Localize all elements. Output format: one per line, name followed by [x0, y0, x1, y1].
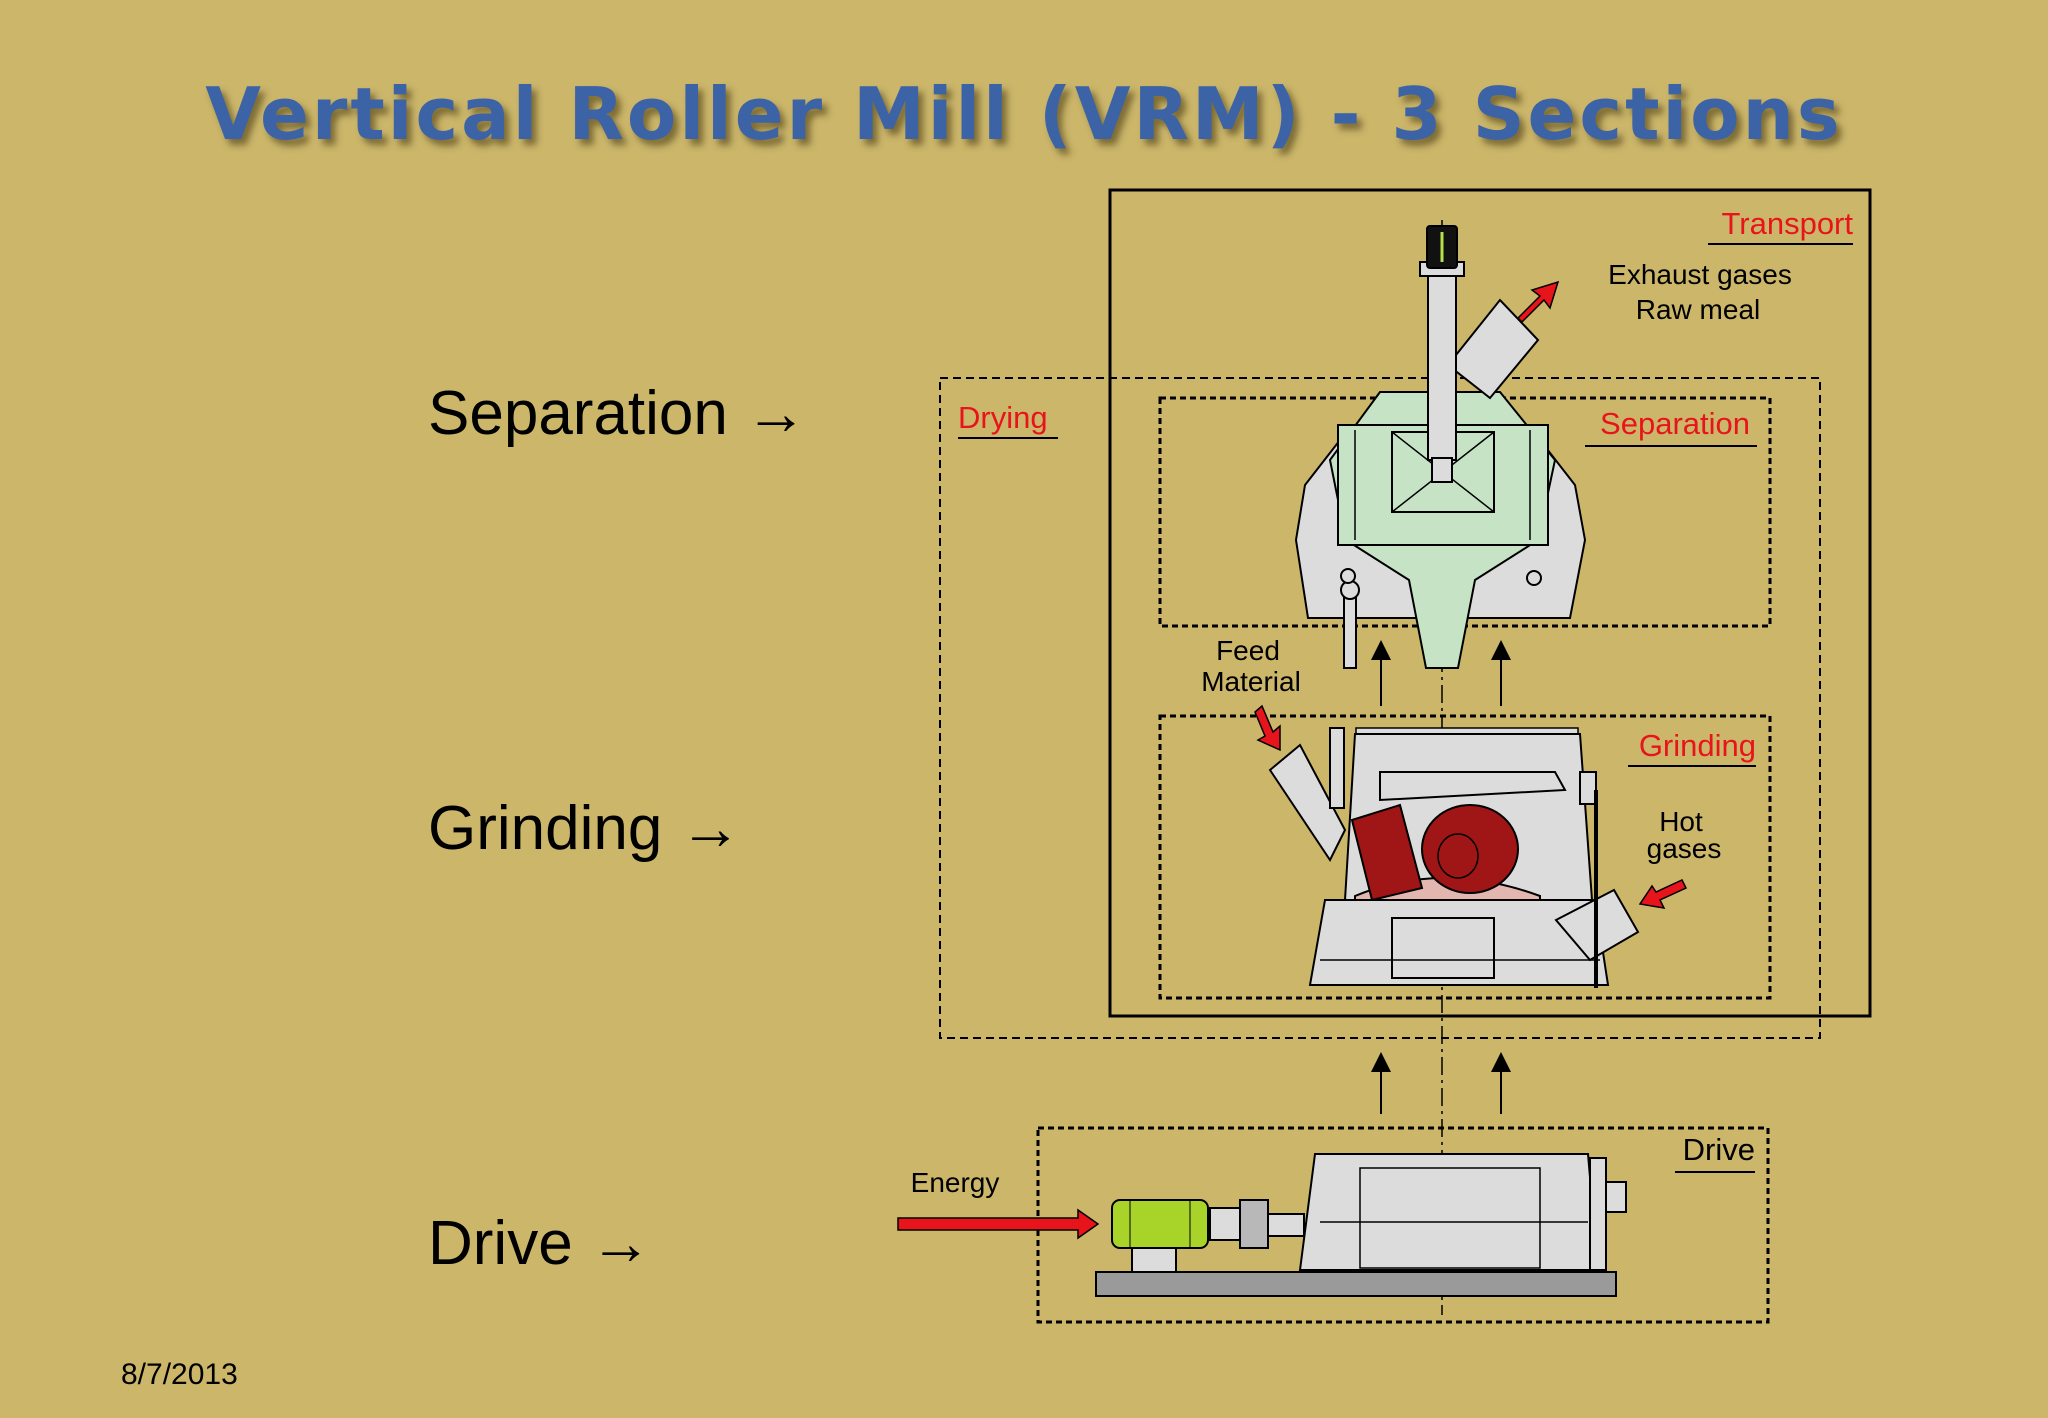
section-label-separation: Separation →	[428, 379, 808, 448]
annotation-material: Material	[1201, 666, 1301, 697]
drying-box	[939, 377, 1821, 1039]
grinding-box	[1158, 714, 1772, 1000]
annotation-raw-meal: Raw meal	[1636, 294, 1760, 325]
drive-unit	[1095, 1153, 1627, 1297]
slide-date: 8/7/2013	[121, 1358, 238, 1391]
separator	[1294, 225, 1587, 669]
exhaust-arrow	[1516, 280, 1560, 324]
feed-arrow	[1254, 704, 1281, 752]
grinding-mill	[1268, 727, 1640, 988]
label-separation: Separation	[1600, 406, 1750, 441]
transport-box	[1108, 188, 1872, 1018]
section-label-drive: Drive →	[428, 1209, 652, 1278]
section-label-grinding: Grinding →	[428, 794, 742, 863]
label-drying: Drying	[958, 400, 1048, 435]
annotation-feed: Feed	[1216, 635, 1280, 666]
annotation-energy: Energy	[911, 1167, 1000, 1198]
slide-title: Vertical Roller Mill (VRM) - 3 Sections	[205, 72, 1843, 156]
energy-arrow	[897, 1208, 1100, 1240]
annotation-gases: gases	[1647, 833, 1722, 864]
label-grinding: Grinding	[1639, 728, 1756, 763]
label-transport: Transport	[1721, 206, 1853, 241]
label-drive: Drive	[1683, 1132, 1755, 1167]
hot-gas-arrow	[1638, 879, 1688, 909]
annotation-hot: Hot	[1659, 806, 1703, 837]
annotation-exhaust-gases: Exhaust gases	[1608, 259, 1792, 290]
